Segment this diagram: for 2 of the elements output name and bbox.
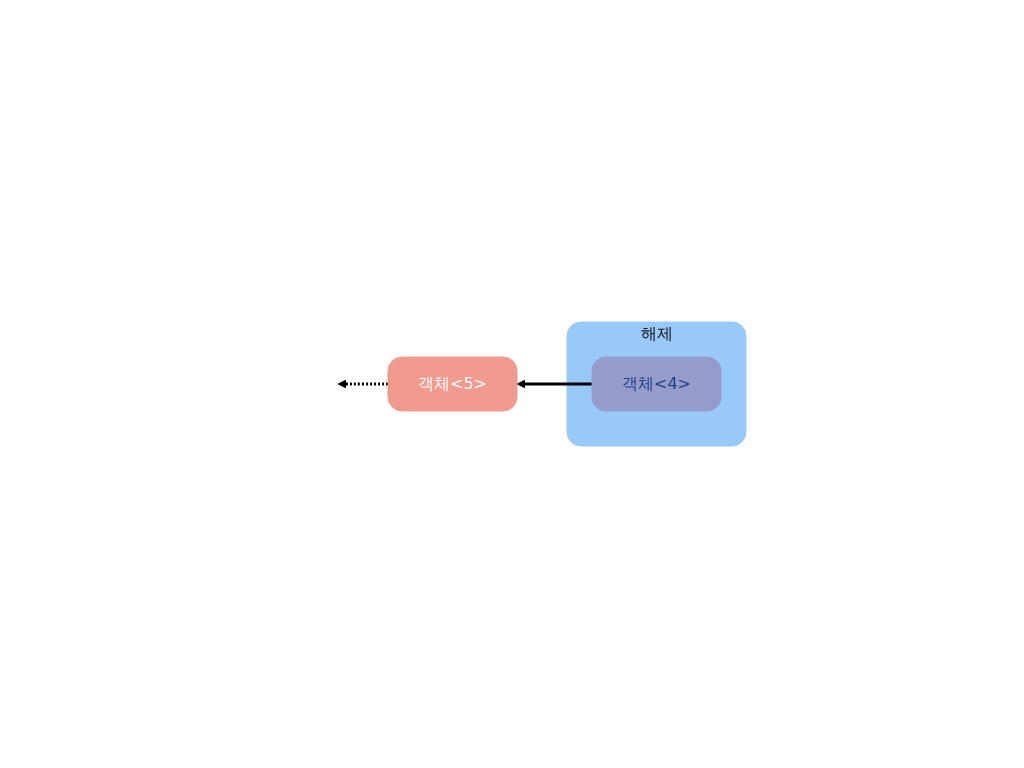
node-box: 객체<4> — [591, 356, 722, 412]
node-box: 객체<5> — [387, 356, 518, 412]
